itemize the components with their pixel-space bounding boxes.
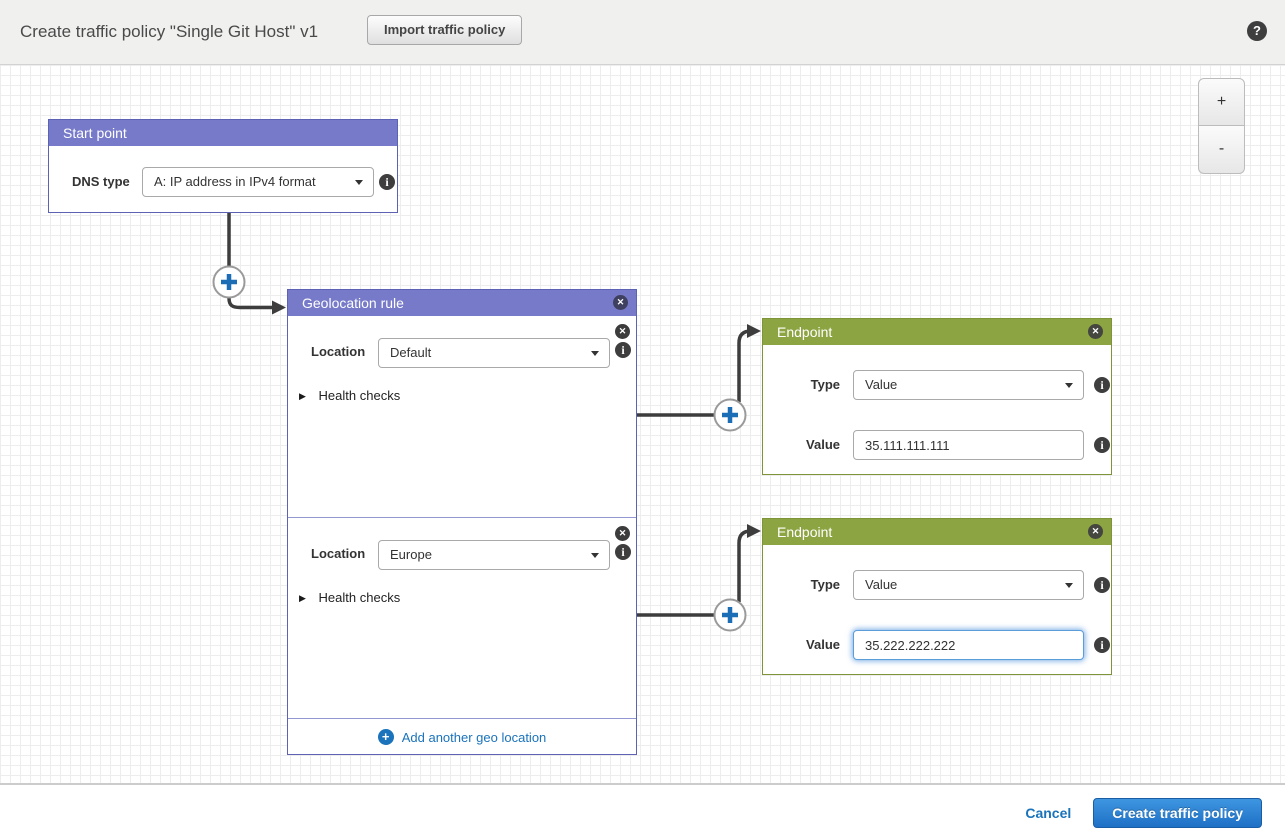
zoom-out-button[interactable]: - [1198,126,1245,174]
expander-triangle-icon: ▶ [299,391,306,401]
endpoint-type-dropdown[interactable]: Value [853,370,1084,400]
plus-circle-icon: + [377,729,394,745]
endpoint-value-info-icon[interactable]: i [1094,637,1110,653]
close-icon[interactable]: ✕ [615,526,630,541]
start-point-header: Start point [49,120,397,146]
geo-section-europe: ✕ Location Europe i ▶ Health checks [288,517,636,718]
endpoint-title: Endpoint [777,324,833,340]
chevron-down-icon [1065,383,1073,388]
type-label: Type [810,377,840,392]
close-icon[interactable]: ✕ [1088,524,1103,539]
geo-section-default: ✕ Location Default i ▶ Health checks [288,316,636,517]
cancel-button[interactable]: Cancel [1025,804,1072,821]
expander-triangle-icon: ▶ [299,593,306,603]
add-geo-location-row[interactable]: + Add another geo location [288,718,636,755]
top-header-bar: Create traffic policy "Single Git Host" … [0,0,1285,65]
create-traffic-policy-button[interactable]: Create traffic policy [1093,797,1262,828]
endpoint-type-info-icon[interactable]: i [1094,577,1110,593]
zoom-in-button[interactable]: + [1198,78,1245,126]
add-rule-plus-button[interactable] [212,265,246,299]
chevron-down-icon [355,180,363,185]
type-label: Type [810,577,840,592]
dns-type-label: DNS type [72,174,130,189]
canvas-zoom-controls: + - [1198,78,1245,174]
location-label: Location [311,344,366,359]
endpoint-node-2: Endpoint ✕ Type Value i Value i [762,518,1112,675]
dns-type-info-icon[interactable]: i [379,174,395,190]
geolocation-rule-header: Geolocation rule ✕ [288,290,636,316]
chevron-down-icon [1065,583,1073,588]
location-info-icon[interactable]: i [615,544,631,560]
dns-type-dropdown[interactable]: A: IP address in IPv4 format [142,167,374,197]
endpoint-value-input-focused[interactable] [853,630,1084,660]
add-endpoint-plus-button-2[interactable] [713,598,747,632]
start-point-node: Start point DNS type A: IP address in IP… [48,119,398,213]
health-checks-expander[interactable]: ▶ Health checks [299,388,400,403]
chevron-down-icon [591,351,599,356]
health-checks-label: Health checks [318,388,401,403]
value-label: Value [806,637,840,652]
endpoint-node-1: Endpoint ✕ Type Value i Value i [762,318,1112,475]
endpoint-value-input[interactable] [853,430,1084,460]
import-traffic-policy-button[interactable]: Import traffic policy [367,15,523,45]
endpoint-title: Endpoint [777,524,833,540]
endpoint-type-selected-value: Value [865,577,898,592]
health-checks-expander[interactable]: ▶ Health checks [299,590,400,605]
location-label: Location [311,546,366,561]
location-dropdown-default[interactable]: Default [378,338,610,368]
location-dropdown-europe[interactable]: Europe [378,540,610,570]
geolocation-rule-title: Geolocation rule [302,295,404,311]
endpoint-header: Endpoint ✕ [763,519,1111,545]
chevron-down-icon [591,553,599,558]
action-footer: Cancel Create traffic policy [0,787,1285,838]
location-info-icon[interactable]: i [615,342,631,358]
health-checks-label: Health checks [318,590,401,605]
endpoint-value-info-icon[interactable]: i [1094,437,1110,453]
page-title: Create traffic policy "Single Git Host" … [20,22,319,41]
endpoint-type-dropdown[interactable]: Value [853,570,1084,600]
endpoint-header: Endpoint ✕ [763,319,1111,345]
close-icon[interactable]: ✕ [613,295,628,310]
add-geo-location-link[interactable]: Add another geo location [401,729,547,745]
add-endpoint-plus-button-1[interactable] [713,398,747,432]
dns-type-selected-value: A: IP address in IPv4 format [154,174,316,189]
endpoint-type-selected-value: Value [865,377,898,392]
geolocation-rule-node: Geolocation rule ✕ ✕ Location Default i … [287,289,637,755]
endpoint-type-info-icon[interactable]: i [1094,377,1110,393]
location-selected-value: Default [390,345,432,360]
close-icon[interactable]: ✕ [615,324,630,339]
help-icon[interactable]: ? [1247,21,1267,41]
value-label: Value [806,437,840,452]
location-selected-value: Europe [390,547,432,562]
close-icon[interactable]: ✕ [1088,324,1103,339]
